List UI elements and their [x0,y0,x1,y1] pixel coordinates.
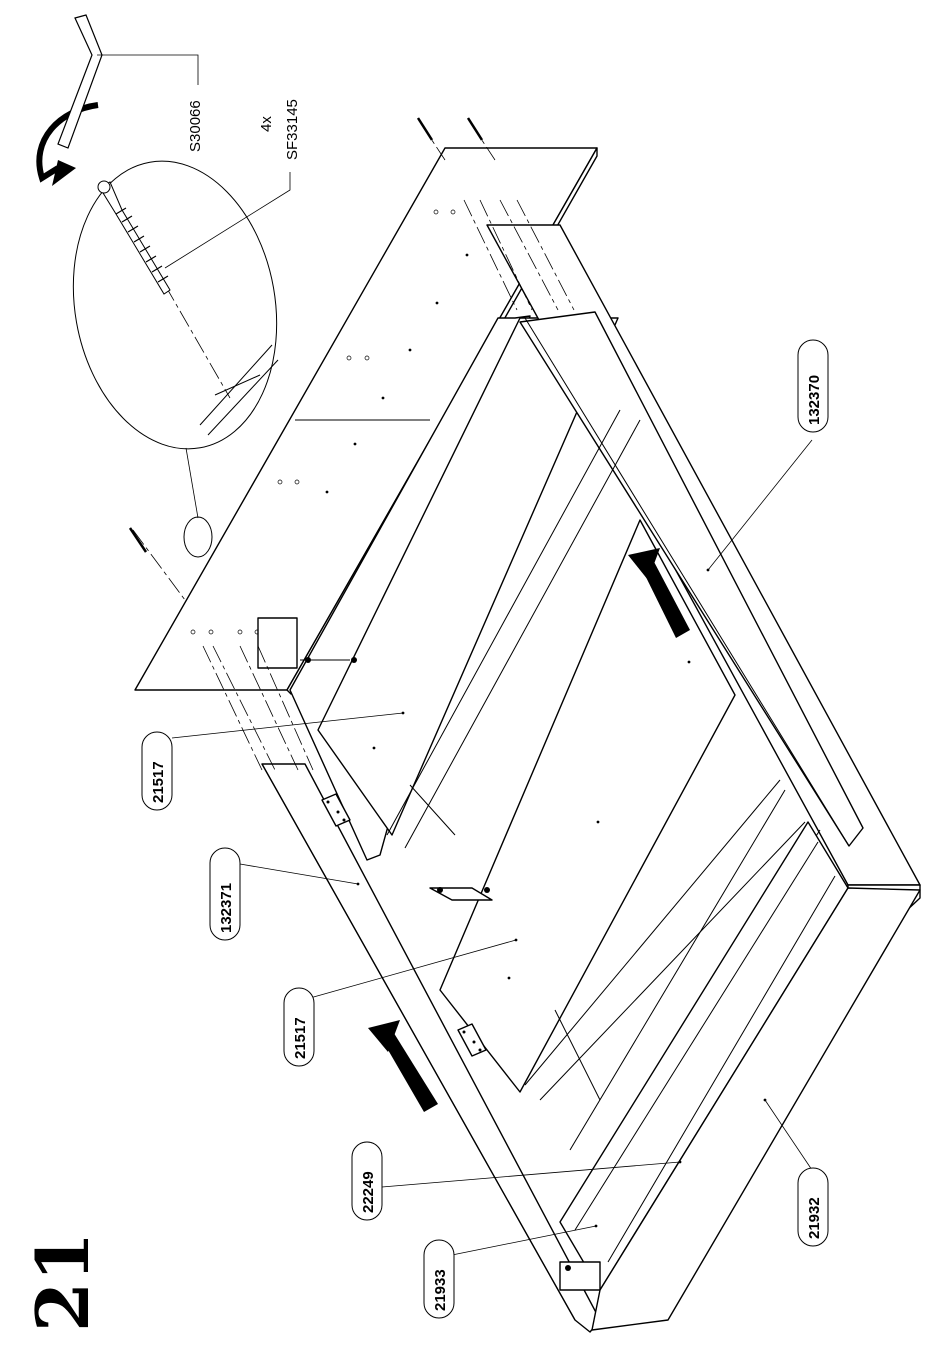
pill-side-right-text: 132370 [806,375,823,425]
pill-foot-inner-text: 21933 [432,1269,449,1311]
pill-slat-lower-text: 21517 [292,1017,309,1059]
step-number: 21 [20,1232,105,1332]
pill-foot-inner: 21933 [424,1240,454,1318]
rotate-arrow-head-icon [52,160,76,186]
pill-slat-upper: 21517 [142,732,172,810]
pill-side-left-text: 132371 [218,883,235,933]
label-screw-qty-text: 4x [258,116,275,132]
pill-rail-text: 22249 [360,1171,377,1213]
pill-rail: 22249 [352,1142,382,1220]
label-pin: S30066 [187,100,204,152]
label-screw-qty: 4x [258,116,275,132]
pill-side-left: 132371 [210,848,240,940]
pill-slat-upper-text: 21517 [150,761,167,803]
label-screw-text: SF33145 [284,99,301,160]
pill-side-right: 132370 [798,340,828,432]
pill-foot-board-text: 21932 [806,1197,823,1239]
label-screw: SF33145 [284,99,301,160]
step-number-text: 21 [20,1232,105,1332]
pill-slat-lower: 21517 [284,988,314,1066]
label-pin-text: S30066 [187,100,204,152]
allen-key-icon [58,15,102,148]
pill-foot-board: 21932 [798,1168,828,1246]
